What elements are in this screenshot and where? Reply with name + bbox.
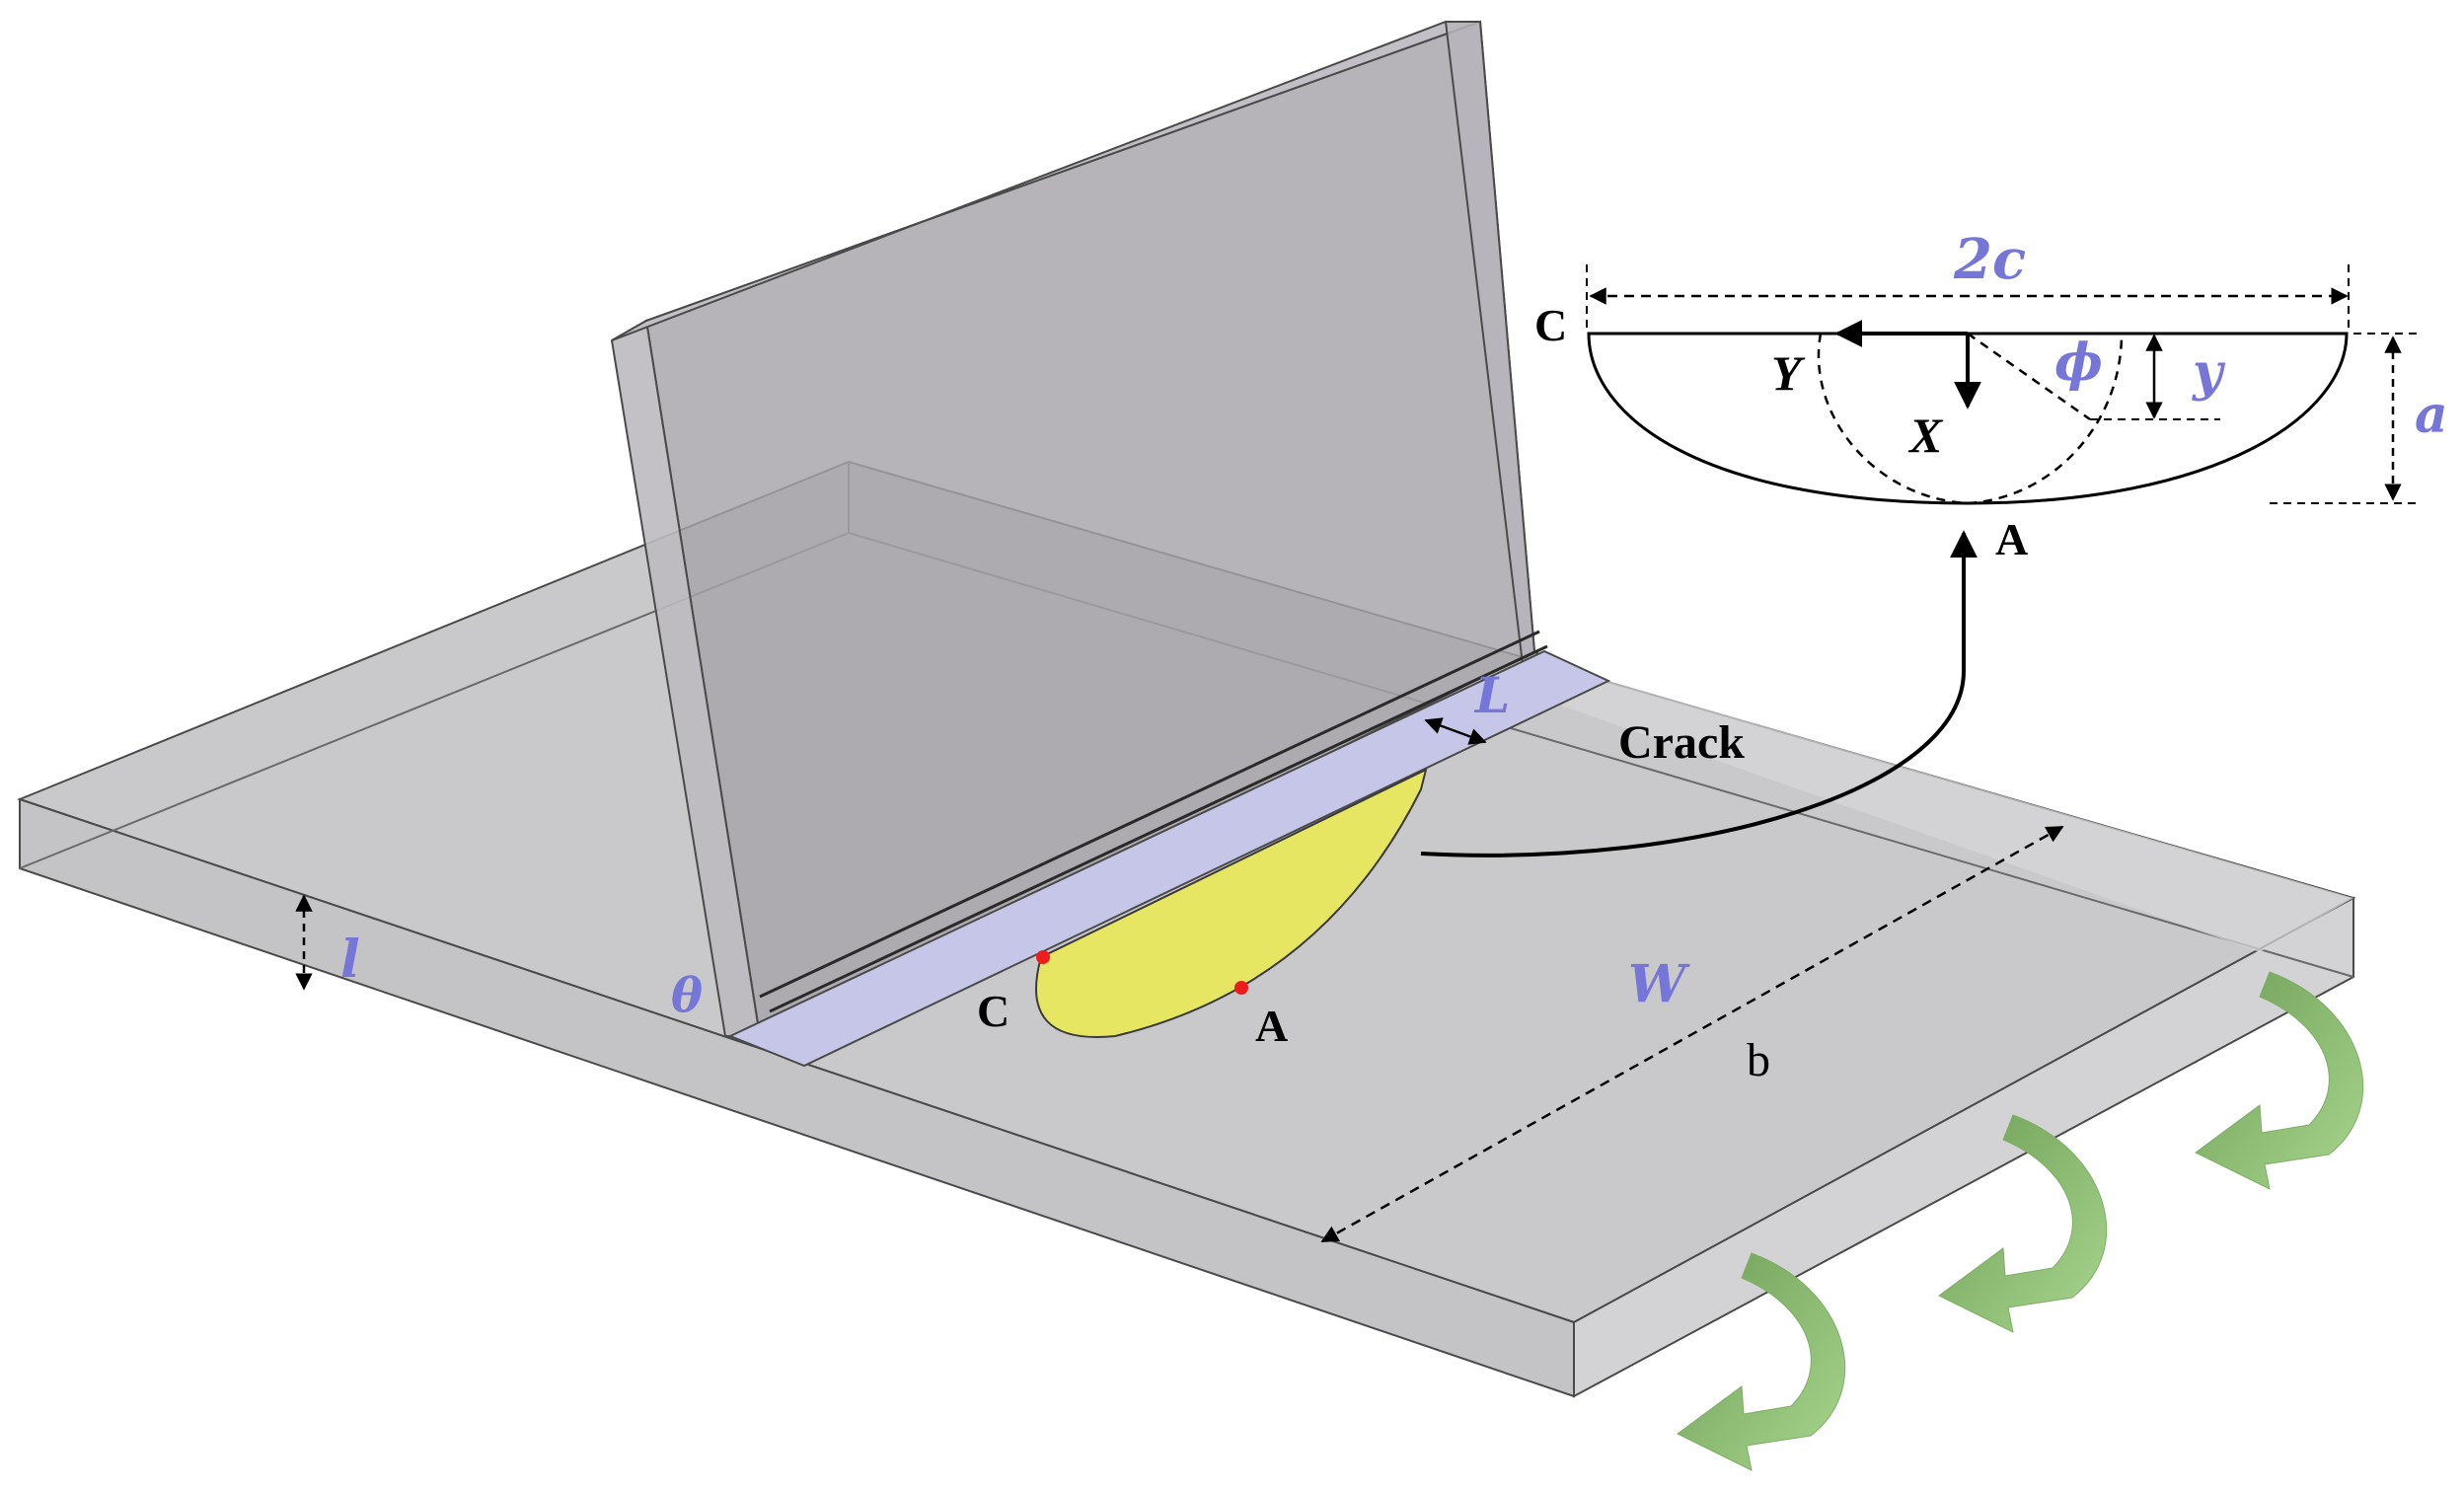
width-dimension-arrow bbox=[1320, 825, 2064, 1243]
plate-thickness-label: l bbox=[340, 930, 360, 990]
weld-angle-label: θ bbox=[671, 968, 703, 1023]
b-label: b bbox=[1747, 1034, 1770, 1086]
crack-label: Crack bbox=[1618, 716, 1745, 769]
plate-top-highlight bbox=[1520, 681, 2353, 952]
weld-leg-dimension-arrow bbox=[1424, 717, 1487, 745]
axis-x-label: X bbox=[1907, 408, 1944, 463]
attachment-base-line-2 bbox=[769, 644, 1548, 1013]
a-depth-label: a bbox=[2415, 385, 2448, 445]
inset-point-a-label: A bbox=[1995, 514, 2028, 564]
bending-moment-arrow-icon bbox=[2195, 971, 2364, 1190]
crack-section-inset: 2c Y X ϕ y a C A bbox=[1534, 227, 2448, 564]
phi-label: ϕ bbox=[2054, 333, 2103, 393]
crack-point-a-marker bbox=[1234, 981, 1248, 995]
crack-point-a-label: A bbox=[1255, 1001, 1288, 1051]
attachment-plate bbox=[610, 20, 1583, 1038]
attachment-base-line-1 bbox=[759, 630, 1540, 999]
axis-y-label: Y bbox=[1771, 345, 1806, 401]
inset-point-c-label: C bbox=[1534, 300, 1567, 350]
crack-point-c-label: C bbox=[977, 986, 1009, 1036]
crack-point-c-marker bbox=[1036, 950, 1050, 964]
bending-moment-arrow-icon bbox=[1677, 1252, 1846, 1471]
y-dimension-label: y bbox=[2192, 342, 2226, 403]
bending-moment-arrow-icon bbox=[1938, 1114, 2108, 1333]
weld-leg-label: L bbox=[1473, 666, 1510, 724]
two-c-label: 2c bbox=[1953, 227, 2026, 292]
bending-moment-arrows bbox=[1677, 971, 2364, 1471]
width-label: W bbox=[1628, 954, 1690, 1014]
weld-toe-strip bbox=[727, 649, 1611, 1068]
